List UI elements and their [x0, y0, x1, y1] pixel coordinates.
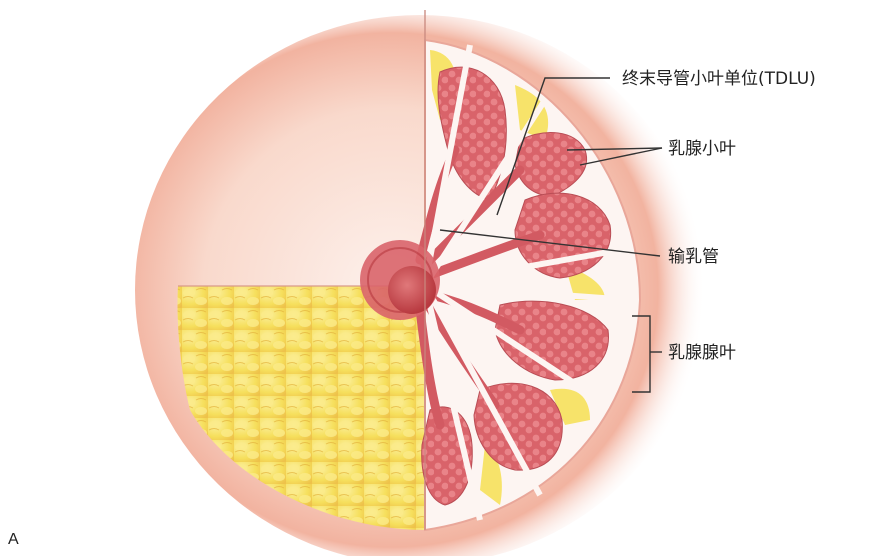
label-lobule: 乳腺小叶: [668, 139, 736, 159]
panel-letter: A: [8, 531, 19, 548]
nipple: [388, 266, 436, 314]
label-duct: 输乳管: [668, 247, 719, 267]
fat-quadrant: [178, 286, 426, 530]
label-lobe: 乳腺腺叶: [668, 343, 736, 363]
label-tdlu: 终末导管小叶单位(TDLU): [622, 69, 816, 89]
